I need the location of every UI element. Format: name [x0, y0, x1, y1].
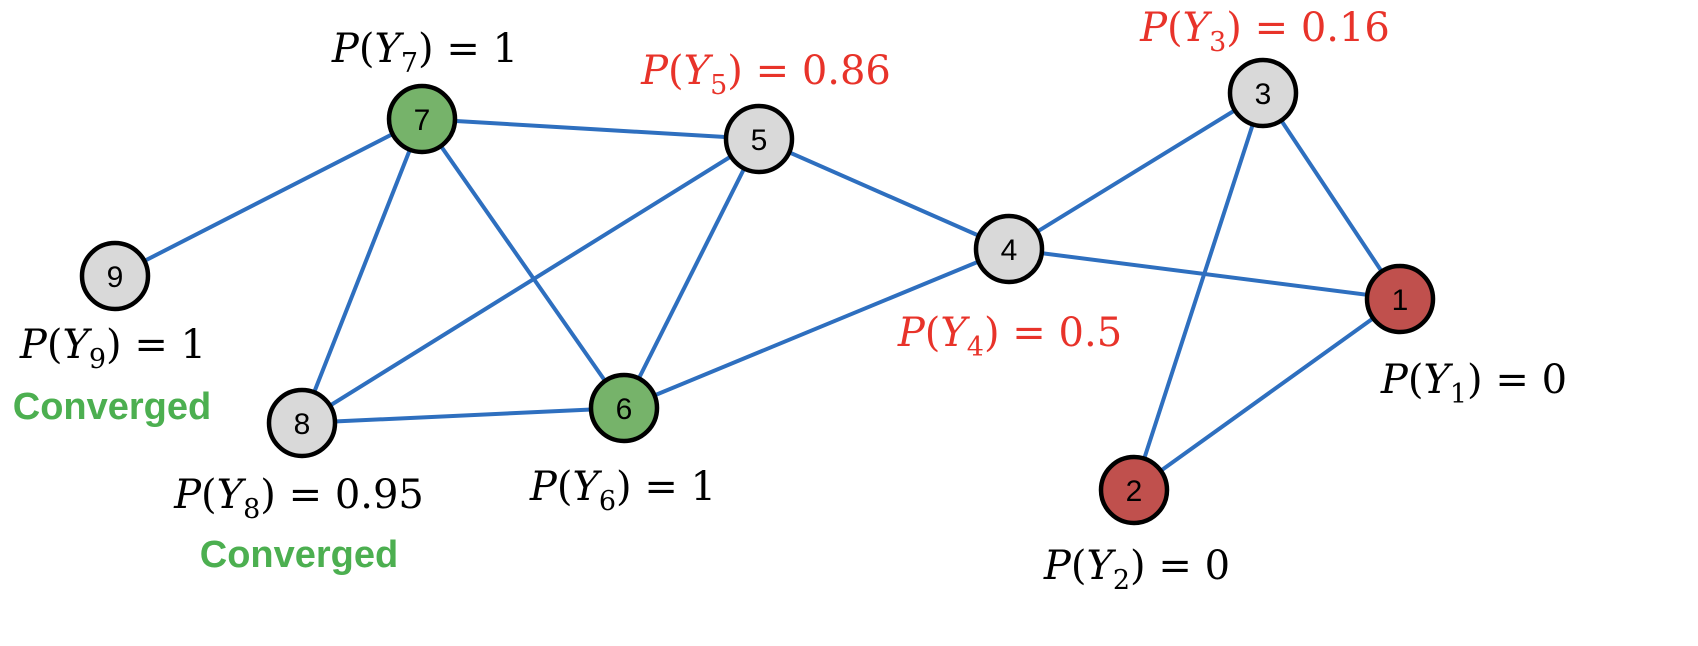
edge-5-8: [300, 137, 761, 425]
edge-3-1: [1261, 91, 1402, 301]
prob-label-node-3: P(Y3) = 0.16: [1139, 5, 1390, 58]
edge-3-2: [1132, 92, 1265, 491]
edge-5-4: [758, 137, 1010, 251]
prob-label-node-4: P(Y4) = 0.5: [897, 310, 1122, 363]
node-9-label: 9: [107, 261, 124, 294]
edge-7-6: [420, 117, 626, 410]
node-4: 4: [973, 213, 1045, 285]
node-8: 8: [266, 387, 338, 459]
node-7-label: 7: [414, 104, 431, 137]
node-1: 1: [1364, 263, 1436, 335]
node-5: 5: [723, 103, 795, 175]
node-5-circle: [723, 103, 795, 175]
node-7: 7: [386, 83, 458, 155]
edges-layer: [114, 91, 1402, 492]
node-1-label: 1: [1392, 284, 1409, 317]
edge-8-6: [301, 406, 625, 425]
node-2-circle: [1098, 454, 1170, 526]
status-converged-node-9: Converged: [13, 386, 211, 428]
edge-4-3: [1007, 91, 1265, 251]
edge-7-9: [114, 117, 423, 278]
edge-6-4: [623, 247, 1010, 410]
edge-7-5: [421, 117, 760, 141]
node-3: 3: [1227, 57, 1299, 129]
edge-5-6: [622, 138, 761, 409]
status-converged-node-8: Converged: [200, 534, 398, 576]
prob-label-node-7: P(Y7) = 1: [331, 26, 518, 79]
prob-label-node-5: P(Y5) = 0.86: [640, 48, 891, 101]
node-8-label: 8: [294, 408, 311, 441]
node-2-label: 2: [1126, 475, 1143, 508]
node-4-label: 4: [1001, 234, 1018, 267]
prob-label-node-8: P(Y8) = 0.95: [173, 472, 424, 525]
node-9-circle: [79, 240, 151, 312]
node-1-circle: [1364, 263, 1436, 335]
edge-1-2: [1132, 297, 1402, 492]
prob-label-node-1: P(Y1) = 0: [1380, 357, 1567, 410]
node-8-circle: [266, 387, 338, 459]
node-4-circle: [973, 213, 1045, 285]
node-6: 6: [588, 372, 660, 444]
node-6-label: 6: [616, 393, 633, 426]
labels-layer: P(Y1) = 0 P(Y2) = 0 P(Y3) = 0.16P(Y4) = 0.…: [13, 5, 1567, 596]
node-5-label: 5: [751, 124, 768, 157]
prob-label-node-9: P(Y9) = 1: [19, 322, 206, 375]
prob-label-node-6: P(Y6) = 1: [529, 464, 716, 517]
node-3-label: 3: [1255, 78, 1272, 111]
node-6-circle: [588, 372, 660, 444]
node-7-circle: [386, 83, 458, 155]
edge-7-8: [300, 118, 424, 424]
node-2: 2: [1098, 454, 1170, 526]
node-9: 9: [79, 240, 151, 312]
nodes-layer: 1 2 3 4 5 6 7 8 9: [79, 57, 1436, 526]
prob-label-node-2: P(Y2) = 0: [1043, 543, 1230, 596]
node-3-circle: [1227, 57, 1299, 129]
